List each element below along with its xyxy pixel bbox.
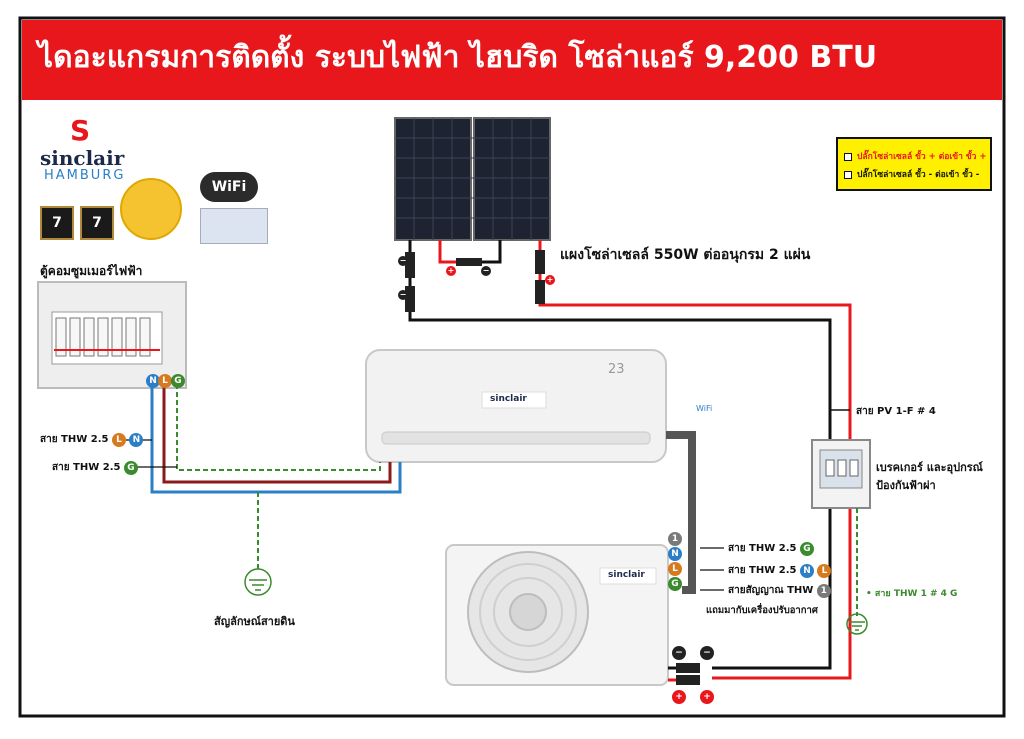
outdoor-n-badge: N	[799, 564, 814, 578]
brand-logo-mark: S	[70, 114, 91, 147]
panel-series-positive	[438, 240, 458, 264]
thw-g-label: สาย THW 2.5 G	[52, 460, 138, 475]
cu-terminal-l: L	[158, 374, 172, 388]
breaker-ground-symbol	[846, 613, 868, 635]
warranty-value-2: 7	[92, 215, 102, 231]
wifi-small-label: WiFi	[696, 404, 713, 413]
dc-minus-badge-1: −	[672, 646, 686, 660]
pv-cable-label: สาย PV 1-F # 4	[856, 406, 936, 417]
outdoor-unit	[445, 544, 669, 686]
app-screens-icon	[200, 208, 268, 244]
title-bar	[22, 20, 1002, 100]
brand-name-top: sinclair	[40, 146, 125, 170]
panel-plus-badge-out: +	[545, 275, 555, 285]
outdoor-nl-label: สาย THW 2.5 N L	[728, 563, 832, 578]
terminal-g-badge: G	[123, 461, 138, 475]
outdoor-terminal-g: G	[668, 577, 682, 591]
dc-plus-badge-2: +	[700, 690, 714, 704]
outdoor-g-text: สาย THW 2.5	[728, 543, 797, 554]
cu-terminal-n: N	[146, 374, 160, 388]
thw-ln-label: สาย THW 2.5 L N	[40, 432, 144, 447]
energy-label-icon	[120, 178, 182, 240]
mc4-connector-right-top	[535, 250, 545, 274]
dc-connector-positive	[676, 675, 700, 685]
warranty-value-1: 7	[52, 215, 62, 231]
signal-badge: 1	[816, 584, 831, 598]
outdoor-terminal-l: L	[668, 562, 682, 576]
ground-symbol	[244, 568, 272, 596]
consumer-unit-label: ตู้คอมซูมเมอร์ไฟฟ้า	[40, 264, 143, 278]
cu-terminal-g: G	[171, 374, 185, 388]
dc-minus-badge-2: −	[700, 646, 714, 660]
wifi-logo-text: WiFi	[211, 179, 247, 195]
indoor-display: 23	[608, 362, 625, 377]
legend-box: ปลั๊กโซล่าเซลล์ ขั้ว + ต่อเข้า ขั้ว + ปล…	[836, 137, 992, 191]
ground-symbol-label: สัญลักษณ์สายดิน	[214, 615, 295, 628]
outdoor-g-badge: G	[799, 542, 814, 556]
panel-minus-badge-2: −	[398, 290, 408, 300]
outdoor-l-badge: L	[817, 564, 832, 578]
outdoor-terminal-s: 1	[668, 532, 682, 546]
panel-minus-badge-1: −	[398, 256, 408, 266]
legend-positive-text: ปลั๊กโซล่าเซลล์ ขั้ว + ต่อเข้า ขั้ว +	[857, 152, 987, 162]
mc4-connector-left-bottom	[405, 286, 415, 312]
warranty-badge-2: 7	[80, 206, 114, 240]
legend-positive: ปลั๊กโซล่าเซลล์ ขั้ว + ต่อเข้า ขั้ว +	[844, 149, 986, 163]
breaker-box	[811, 439, 871, 509]
indoor-brand-text: sinclair	[490, 394, 527, 404]
neutral-wire	[150, 384, 402, 494]
panel-series-negative	[480, 240, 502, 264]
terminal-n-badge: N	[129, 433, 144, 447]
outdoor-brand-text: sinclair	[608, 570, 645, 580]
thw-g-text: สาย THW 2.5	[52, 462, 121, 473]
ground-wire	[176, 384, 381, 471]
outdoor-terminal-n: N	[668, 547, 682, 561]
warranty-badge-1: 7	[40, 206, 74, 240]
mc4-connector-right-bottom	[535, 280, 545, 304]
consumer-unit	[37, 281, 187, 389]
signal-label: สายสัญญาณ THW 1	[728, 583, 831, 598]
legend-negative-text: ปลั๊กโซล่าเซลล์ ขั้ว - ต่อเข้า ขั้ว -	[857, 170, 980, 180]
indoor-unit	[365, 349, 667, 463]
panel-minus-badge-series: −	[481, 266, 491, 276]
outdoor-g-label: สาย THW 2.5 G	[728, 541, 814, 556]
dc-plus-badge-1: +	[672, 690, 686, 704]
panel-plus-badge-series: +	[446, 266, 456, 276]
thw-ln-text: สาย THW 2.5	[40, 434, 109, 445]
wifi-logo: WiFi	[200, 172, 258, 202]
signal-text: สายสัญญาณ THW	[728, 585, 814, 596]
dc-connector-negative	[676, 663, 700, 673]
live-wire	[162, 384, 392, 484]
terminal-l-badge: L	[111, 433, 126, 447]
breaker-label-2: ป้องกันฟ้าผ่า	[876, 479, 936, 492]
outdoor-nl-text: สาย THW 2.5	[728, 565, 797, 576]
page-title: ไดอะแกรมการติดตั้ง ระบบไฟฟ้า ไฮบริด โซล่…	[38, 40, 878, 75]
brand-name-bottom: HAMBURG	[44, 168, 126, 183]
signal-sub-label: แถมมากับเครื่องปรับอากาศ	[706, 605, 818, 616]
solar-panels	[394, 117, 551, 241]
breaker-label-1: เบรคเกอร์ และอุปกรณ์	[876, 461, 983, 474]
solar-panel-label: แผงโซล่าเซลล์ 550W ต่ออนุกรม 2 แผ่น	[560, 247, 811, 263]
mc4-connector-left-top	[405, 252, 415, 278]
legend-negative: ปลั๊กโซล่าเซลล์ ขั้ว - ต่อเข้า ขั้ว -	[844, 167, 979, 181]
series-connector	[456, 258, 482, 266]
thw-ground-label: • สาย THW 1 # 4 G	[866, 589, 958, 599]
interconnect-cable	[666, 431, 696, 594]
